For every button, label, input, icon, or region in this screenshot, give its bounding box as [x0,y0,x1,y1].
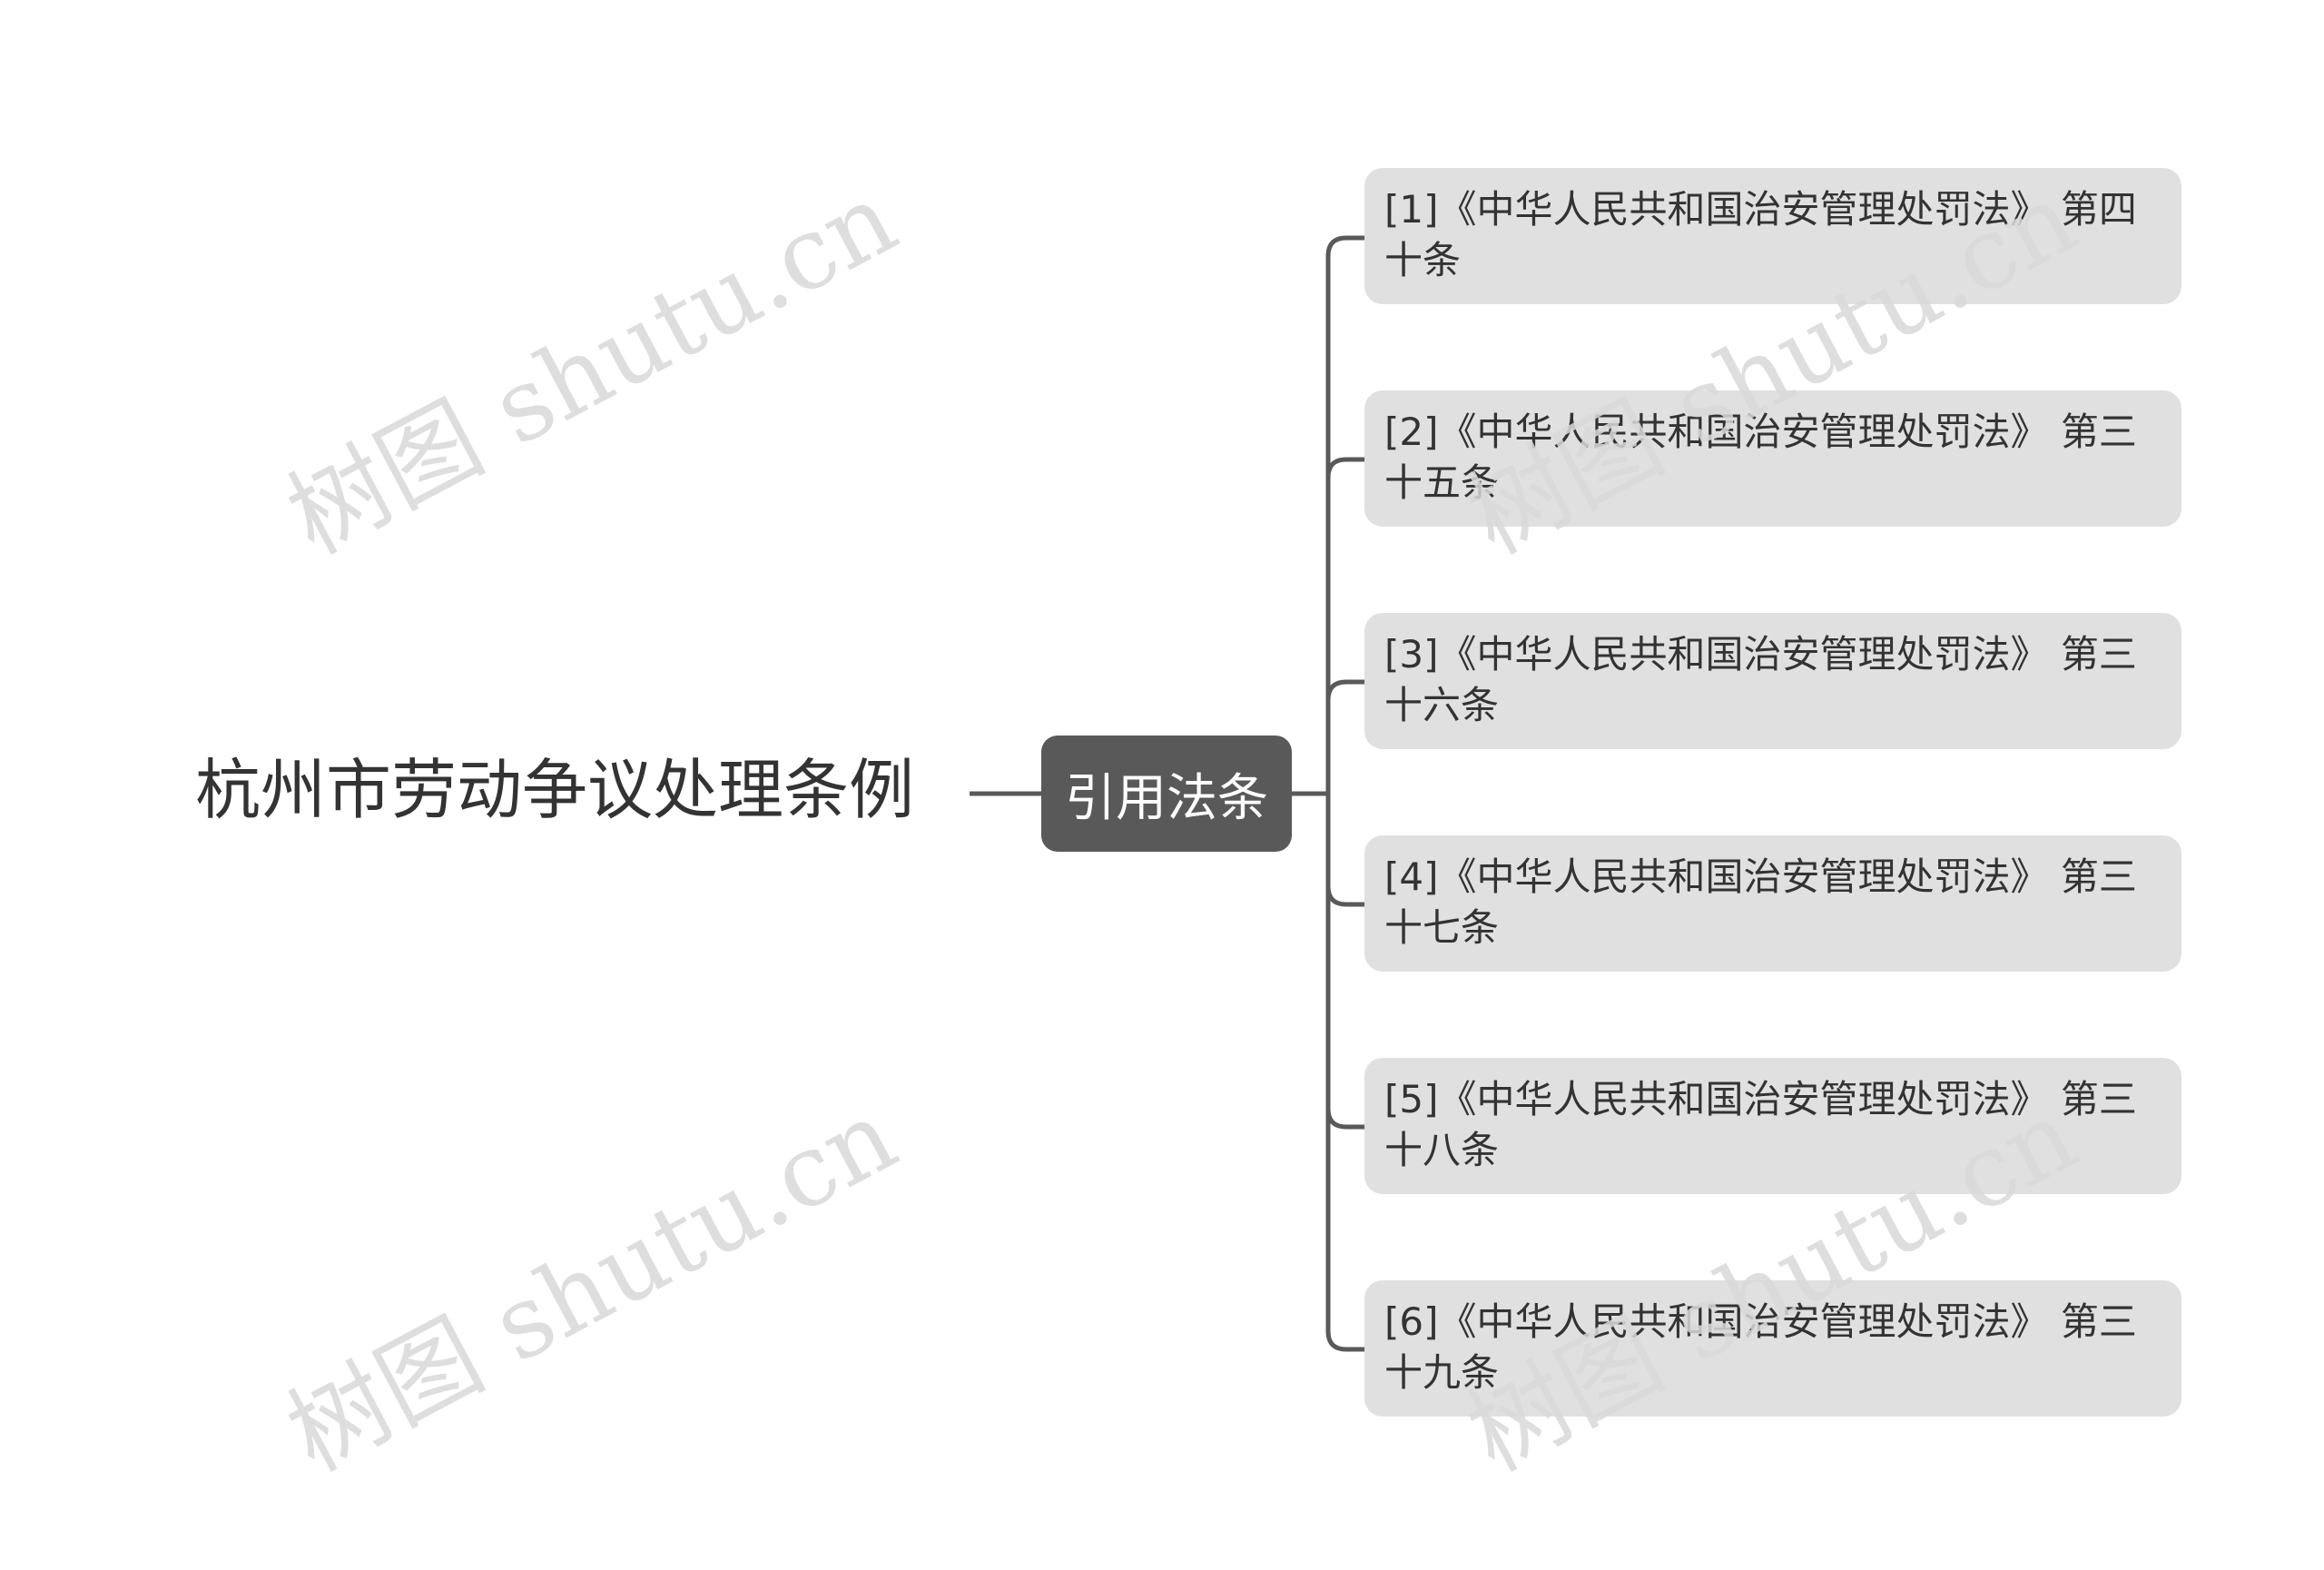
leaf-connector-3 [1325,679,1364,794]
leaf-text-line: 十六条 [1384,683,1500,727]
leaf-topic-3[interactable]: [3]《中华人民共和国治安管理处罚法》 第三 十六条 [1364,613,2181,749]
leaf-text-line: 十条 [1384,238,1462,282]
leaf-connector-2 [1325,457,1364,794]
leaf-topic-4[interactable]: [4]《中华人民共和国治安管理处罚法》 第三 十七条 [1364,835,2181,972]
leaf-text-line: [4]《中华人民共和国治安管理处罚法》 第三 [1384,854,2137,899]
leaf-connector-1 [1325,235,1364,794]
leaf-text-line: [5]《中华人民共和国治安管理处罚法》 第三 [1384,1077,2137,1121]
leaf-text-line: [6]《中华人民共和国治安管理处罚法》 第三 [1384,1299,2137,1344]
leaf-topic-5[interactable]: [5]《中华人民共和国治安管理处罚法》 第三 十八条 [1364,1058,2181,1194]
root-topic[interactable]: 杭州市劳动争议处理条例 [195,752,915,828]
leaf-text-line: 十七条 [1384,905,1500,950]
leaf-topic-2[interactable]: [2]《中华人民共和国治安管理处罚法》 第三 十五条 [1364,390,2181,527]
leaf-text-line: 十九条 [1384,1350,1500,1395]
leaf-connector-5 [1325,794,1364,1130]
leaf-text-line: [2]《中华人民共和国治安管理处罚法》 第三 [1384,410,2137,454]
leaf-text-line: [3]《中华人民共和国治安管理处罚法》 第三 [1384,632,2137,676]
leaf-topic-6[interactable]: [6]《中华人民共和国治安管理处罚法》 第三 十九条 [1364,1280,2181,1417]
leaf-text-line: [1]《中华人民共和国治安管理处罚法》 第四 [1384,187,2137,232]
leaf-text-line: 十五条 [1384,460,1500,505]
branch-topic[interactable]: 引用法条 [1041,736,1292,852]
leaf-text-line: 十八条 [1384,1128,1500,1172]
leaf-topic-1[interactable]: [1]《中华人民共和国治安管理处罚法》 第四 十条 [1364,168,2181,304]
leaf-connector-4 [1325,794,1364,907]
leaf-connector-6 [1325,794,1364,1352]
